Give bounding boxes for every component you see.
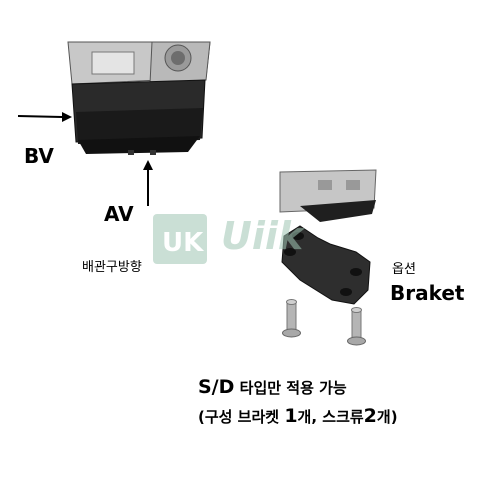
av-arrow-icon — [143, 160, 153, 206]
option-label: 옵션 — [392, 262, 416, 277]
caption-line-2: (구성 브라켓 1개, 스크류2개) — [198, 405, 398, 427]
caption-type: S/D — [198, 376, 235, 398]
watermark-text: Uiik — [221, 214, 304, 258]
bv-label: BV — [24, 144, 54, 168]
uk-logo-icon: UK — [153, 214, 207, 264]
screw-right-icon — [347, 307, 366, 346]
caption-screw-count: 2 — [363, 405, 377, 427]
bv-arrow-icon — [17, 112, 72, 122]
bracket-part — [281, 225, 371, 305]
caption-close: 개) — [376, 408, 398, 426]
caption-applicability: 타입만 적용 가능 — [239, 379, 347, 397]
valve-assembly — [67, 41, 211, 155]
caption-mid: 개, 스크류 — [297, 408, 364, 426]
caption-open: (구성 브라켓 — [198, 408, 285, 426]
valve-mount-assembly — [279, 169, 377, 222]
bracket-label: Braket — [390, 281, 465, 305]
caption-line-1: S/D 타입만 적용 가능 — [198, 376, 347, 398]
av-label: AV — [104, 202, 134, 226]
svg-text:UK: UK — [162, 228, 204, 258]
caption-bracket-count: 1 — [284, 405, 298, 427]
piping-direction-label: 배관구방향 — [82, 260, 142, 275]
screw-left-icon — [282, 299, 301, 338]
